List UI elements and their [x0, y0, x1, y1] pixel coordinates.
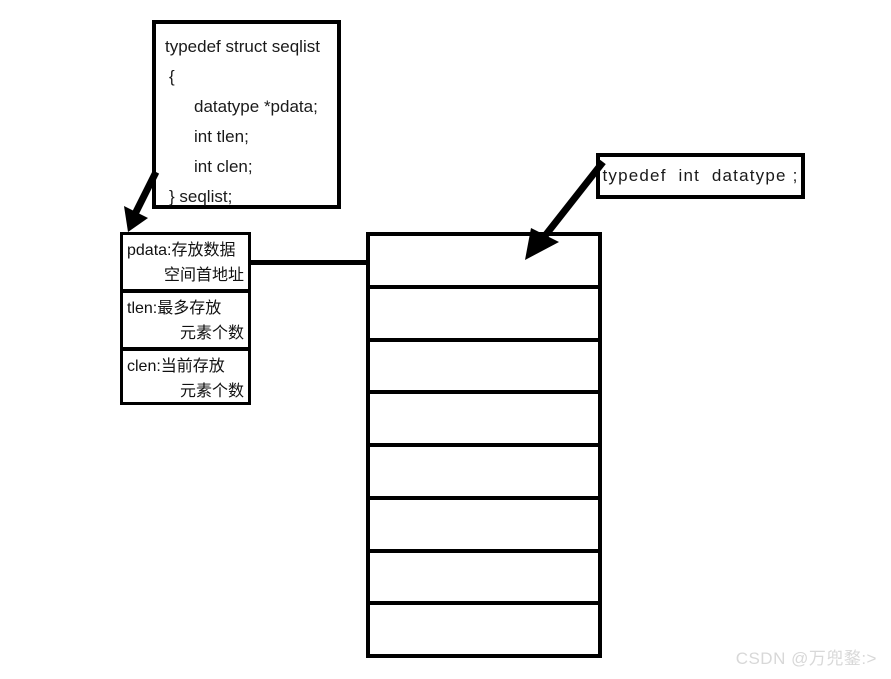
tlen-field-description: 元素个数: [179, 325, 244, 342]
struct-line-typedef: typedef struct seqlist: [165, 37, 320, 56]
array-cell: [370, 394, 598, 447]
clen-field-label: clen:当前存放: [127, 358, 225, 375]
struct-definition-box: typedef struct seqlist { datatype *pdata…: [152, 20, 341, 209]
array-cell: [370, 341, 598, 395]
clen-field-description: 元素个数: [179, 383, 244, 400]
struct-field-boxes: pdata:存放数据 空间首地址 tlen:最多存放 元素个数 clen:当前存…: [120, 232, 251, 405]
struct-line-open-brace: {: [169, 67, 175, 86]
pdata-field-label: pdata:存放数据: [127, 242, 236, 259]
typedef-to-array-arrow-icon: [525, 159, 606, 260]
array-cell: [370, 236, 598, 289]
array-cell: [370, 288, 598, 342]
struct-to-pdata-arrow-icon: [124, 170, 160, 232]
memory-array-block: [366, 232, 602, 658]
pdata-field-description: 空间首地址: [163, 267, 244, 284]
csdn-watermark: CSDN @万兜鍪:>: [735, 649, 877, 668]
pdata-field-box: pdata:存放数据 空间首地址: [120, 232, 251, 292]
typedef-datatype-text: typedef int datatype ;: [602, 166, 799, 185]
array-cell: [370, 499, 598, 553]
array-cell: [370, 605, 598, 654]
struct-line-clen: int clen;: [194, 157, 253, 176]
struct-line-tlen: int tlen;: [194, 127, 249, 146]
array-cell: [370, 552, 598, 606]
struct-line-close-brace: } seqlist;: [169, 187, 233, 206]
array-cell: [370, 447, 598, 500]
struct-line-pdata: datatype *pdata;: [194, 97, 318, 116]
typedef-datatype-box: typedef int datatype ;: [596, 153, 805, 199]
clen-field-box: clen:当前存放 元素个数: [120, 348, 251, 405]
tlen-field-label: tlen:最多存放: [127, 300, 222, 317]
pdata-to-array-connector-line: [249, 260, 369, 265]
tlen-field-box: tlen:最多存放 元素个数: [120, 290, 251, 350]
